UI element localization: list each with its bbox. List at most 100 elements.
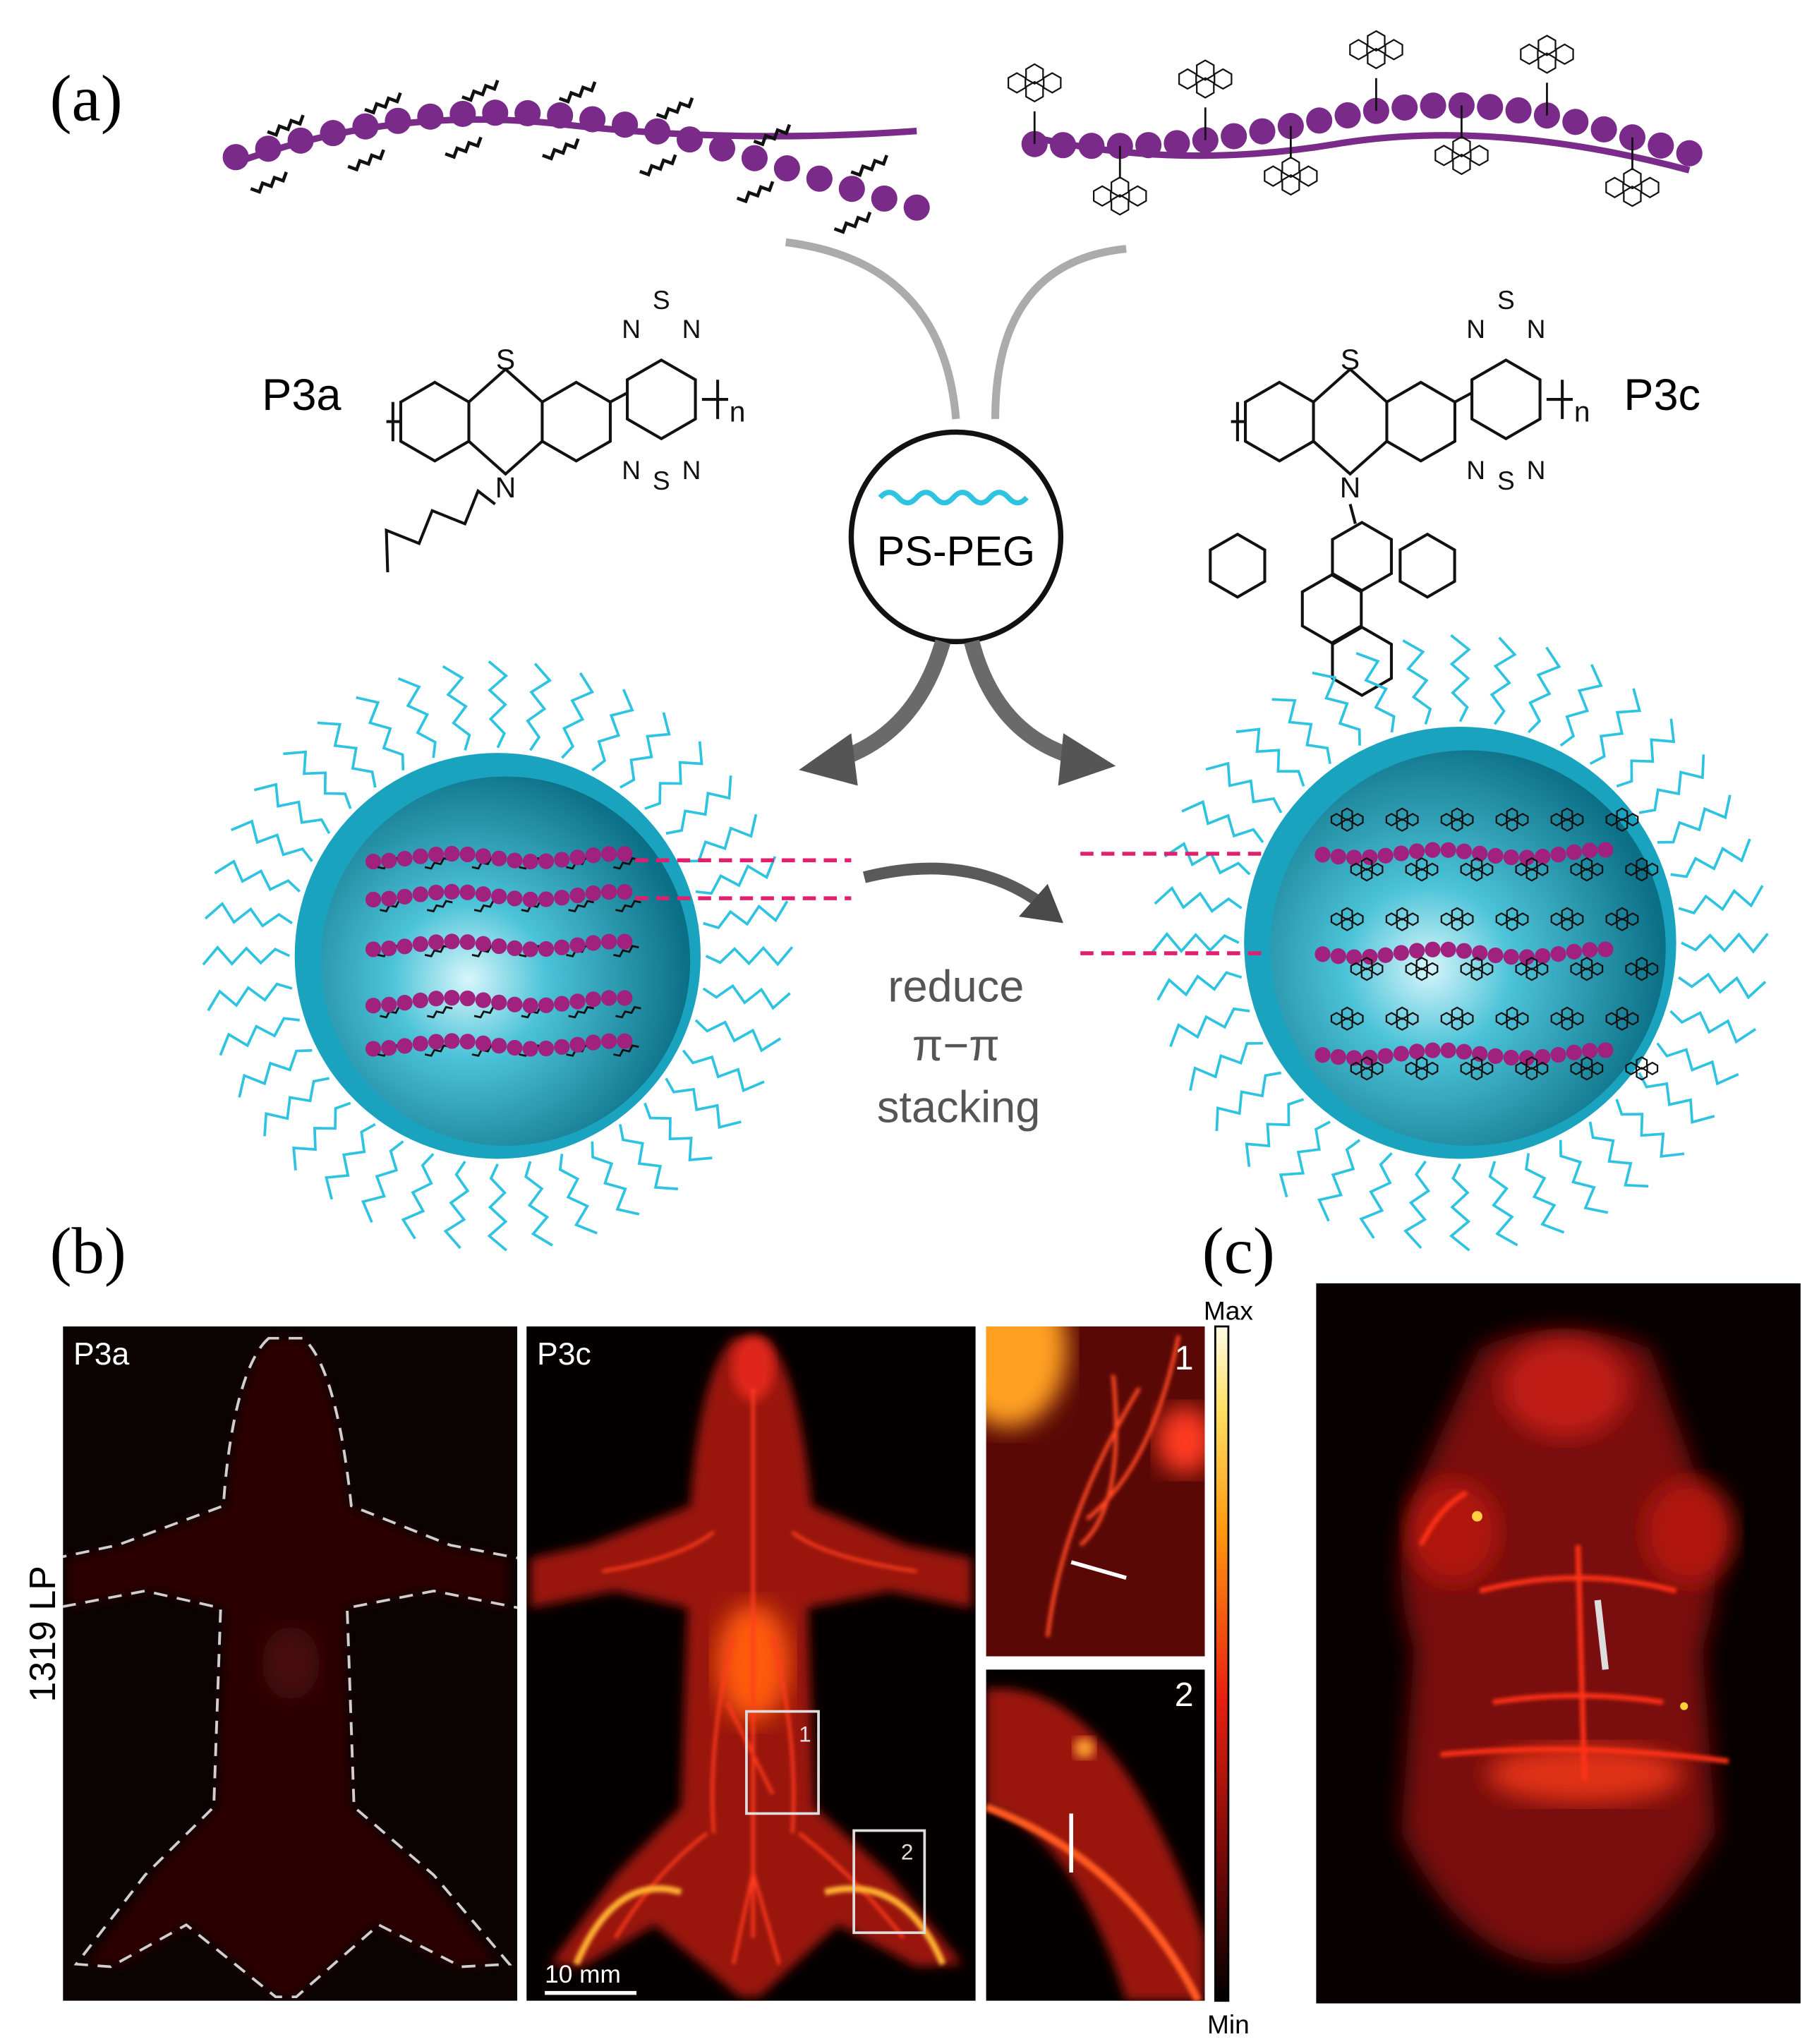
atom-s: S bbox=[1341, 343, 1360, 375]
peg-chain bbox=[1559, 664, 1603, 747]
polymer-bead bbox=[1477, 94, 1504, 121]
mini-ring bbox=[1571, 813, 1584, 827]
converge-curve-right bbox=[991, 245, 1127, 419]
polymer-bead bbox=[417, 103, 444, 130]
polymer-bead bbox=[1590, 116, 1617, 143]
peg-chain bbox=[1312, 671, 1361, 746]
alkyl-side-chain bbox=[426, 900, 453, 913]
polymer-bead bbox=[579, 106, 606, 133]
polymer-bead bbox=[507, 1039, 523, 1056]
polymer-bead bbox=[428, 846, 445, 863]
anthracene-ring bbox=[1300, 573, 1363, 645]
polymer-bead bbox=[585, 1034, 601, 1051]
peg-chain bbox=[1215, 1071, 1282, 1132]
mini-ring bbox=[1330, 912, 1343, 926]
polymer-bead bbox=[1346, 949, 1362, 965]
polymer-bead bbox=[1676, 140, 1703, 167]
peg-chain bbox=[214, 859, 301, 893]
inset-1-label: 1 bbox=[1175, 1339, 1194, 1377]
atom-n: N bbox=[1466, 314, 1485, 344]
bond bbox=[609, 391, 629, 404]
polymer-bead bbox=[1440, 842, 1456, 858]
mini-ring bbox=[1350, 1061, 1362, 1076]
reduce-arrowhead-icon bbox=[1018, 883, 1064, 924]
mini-ring bbox=[1367, 47, 1386, 70]
mini-ring bbox=[1426, 862, 1439, 876]
polymer-bead bbox=[612, 111, 639, 138]
peg-chain bbox=[1449, 634, 1471, 722]
peg-chain bbox=[219, 1017, 300, 1056]
polymer-bead bbox=[365, 998, 382, 1014]
polymer-bead bbox=[617, 846, 633, 862]
mini-ring bbox=[1646, 1061, 1659, 1076]
polymer-bead bbox=[554, 939, 570, 955]
mini-ring bbox=[1405, 862, 1418, 876]
mini-ring bbox=[1384, 39, 1403, 61]
polymer-bead bbox=[554, 996, 570, 1012]
benzene-ring bbox=[1385, 380, 1457, 463]
mini-ring bbox=[1470, 857, 1483, 871]
profile-line-c bbox=[1594, 1599, 1609, 1670]
polymer-bead bbox=[491, 1037, 507, 1054]
peg-chain bbox=[1359, 1152, 1393, 1239]
mini-ring bbox=[1405, 1061, 1418, 1076]
polymer-bead bbox=[1334, 102, 1361, 129]
mini-ring bbox=[1111, 176, 1130, 198]
peg-chain bbox=[1489, 636, 1517, 725]
peg-chain bbox=[1525, 1153, 1565, 1234]
peg-wave-icon bbox=[878, 490, 1029, 506]
benzene-ring bbox=[1470, 358, 1542, 441]
atom-s: S bbox=[1497, 285, 1515, 315]
polymer-bead bbox=[871, 185, 898, 212]
peg-chain bbox=[1164, 842, 1251, 876]
peg-chain bbox=[526, 663, 552, 751]
mini-ring bbox=[1367, 30, 1386, 52]
mini-ring bbox=[1415, 1056, 1428, 1070]
mini-ring bbox=[1396, 907, 1408, 921]
polymer-bead bbox=[538, 997, 555, 1013]
anthracene-ring bbox=[1331, 521, 1393, 593]
mini-ring bbox=[1536, 1061, 1549, 1076]
mini-ring bbox=[1550, 1012, 1563, 1026]
polymer-bead bbox=[491, 888, 507, 905]
arrow-text-line-1: reduce bbox=[888, 962, 1024, 1012]
p3a-image: P3a bbox=[63, 1326, 518, 2001]
peg-chain bbox=[325, 1123, 376, 1200]
polymer-bead bbox=[459, 884, 476, 900]
polymer-bead bbox=[1315, 847, 1331, 863]
mini-ring bbox=[1451, 807, 1463, 821]
polymer-bead bbox=[320, 120, 346, 147]
mini-ring bbox=[1440, 1012, 1453, 1026]
mini-ring bbox=[1570, 862, 1583, 876]
mini-ring bbox=[1506, 807, 1518, 821]
roi-box-1[interactable] bbox=[745, 1710, 820, 1815]
roi-box-2-label: 2 bbox=[901, 1839, 914, 1864]
mini-ring bbox=[1350, 862, 1362, 876]
polymer-bead bbox=[1562, 109, 1589, 135]
arrow-text-line-3: stacking bbox=[877, 1082, 1040, 1132]
alkyl-side-chain bbox=[615, 1005, 641, 1019]
mini-ring bbox=[1561, 807, 1573, 821]
blood-vessel bbox=[797, 1832, 905, 1940]
polymer-bead bbox=[475, 992, 492, 1008]
mini-ring bbox=[1495, 813, 1508, 827]
mini-ring bbox=[1605, 912, 1618, 926]
anthracene-ring bbox=[1331, 625, 1393, 697]
polymer-bead bbox=[459, 990, 476, 1007]
atom-n: N bbox=[622, 314, 641, 344]
peg-chain bbox=[487, 1163, 508, 1252]
mini-ring bbox=[1360, 1056, 1373, 1070]
peg-chain bbox=[263, 1077, 330, 1137]
polymer-bead bbox=[617, 933, 633, 950]
polymer-bead bbox=[569, 849, 586, 866]
atom-n: N bbox=[1527, 314, 1546, 344]
polymer-bead bbox=[475, 1035, 492, 1051]
atom-n: N bbox=[682, 314, 701, 344]
mini-ring bbox=[1405, 962, 1418, 976]
peg-chain bbox=[253, 782, 331, 835]
polymer-bead bbox=[1503, 849, 1519, 866]
peg-chain bbox=[694, 1019, 782, 1053]
alkyl-side-chain bbox=[655, 97, 694, 120]
roi-box-2[interactable] bbox=[852, 1829, 926, 1935]
